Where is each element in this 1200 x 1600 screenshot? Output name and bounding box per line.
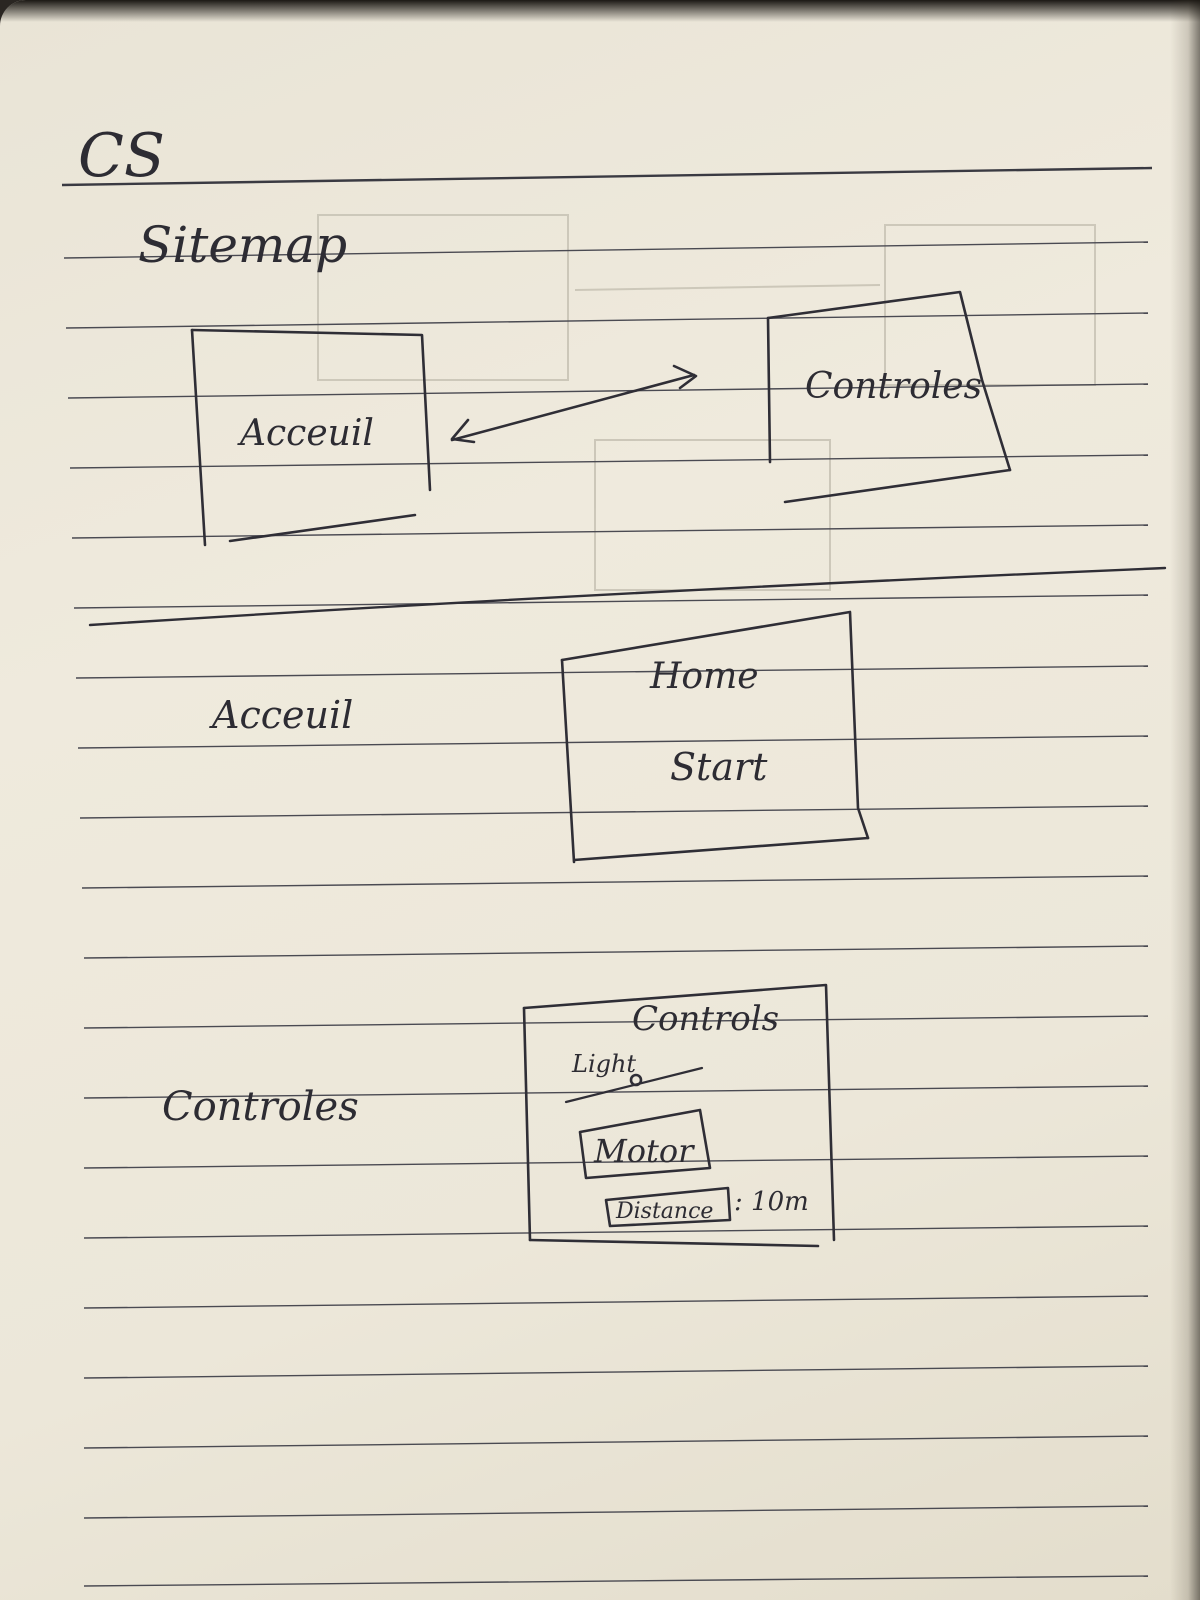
controles-section-label: Controles [162, 1084, 359, 1130]
motor-button[interactable]: Motor [578, 1108, 712, 1180]
sitemap-node-acceuil-label: Acceuil [237, 413, 374, 454]
page-heading: CS [78, 121, 165, 191]
sitemap-link-arrow [450, 364, 698, 444]
light-slider-handle[interactable] [629, 1073, 643, 1087]
controls-title: Controls [632, 999, 779, 1039]
sitemap-title: Sitemap [138, 216, 347, 274]
section-divider [88, 566, 1167, 627]
controles-mockup: Controls Light Motor Distance : 10m [522, 983, 836, 1248]
start-button[interactable]: Start [670, 745, 768, 789]
notebook-spine [1170, 0, 1200, 1600]
ruled-lines [61, 166, 1153, 1587]
distance-value: : 10m [734, 1187, 809, 1217]
light-slider[interactable]: Light [564, 1050, 704, 1104]
distance-button[interactable]: Distance [604, 1186, 732, 1228]
page-top-shadow [0, 0, 1200, 22]
sitemap-node-acceuil: Acceuil [190, 328, 432, 547]
sitemap-node-controles: Controles [766, 290, 1012, 504]
light-label: Light [571, 1050, 636, 1078]
acceuil-mockup: Home Start [560, 610, 870, 864]
sitemap-node-controles-label: Controles [805, 366, 982, 407]
distance-button-label: Distance [615, 1199, 713, 1224]
acceuil-section-label: Acceuil [209, 693, 353, 737]
home-title: Home [649, 656, 759, 697]
motor-button-label: Motor [593, 1132, 695, 1170]
